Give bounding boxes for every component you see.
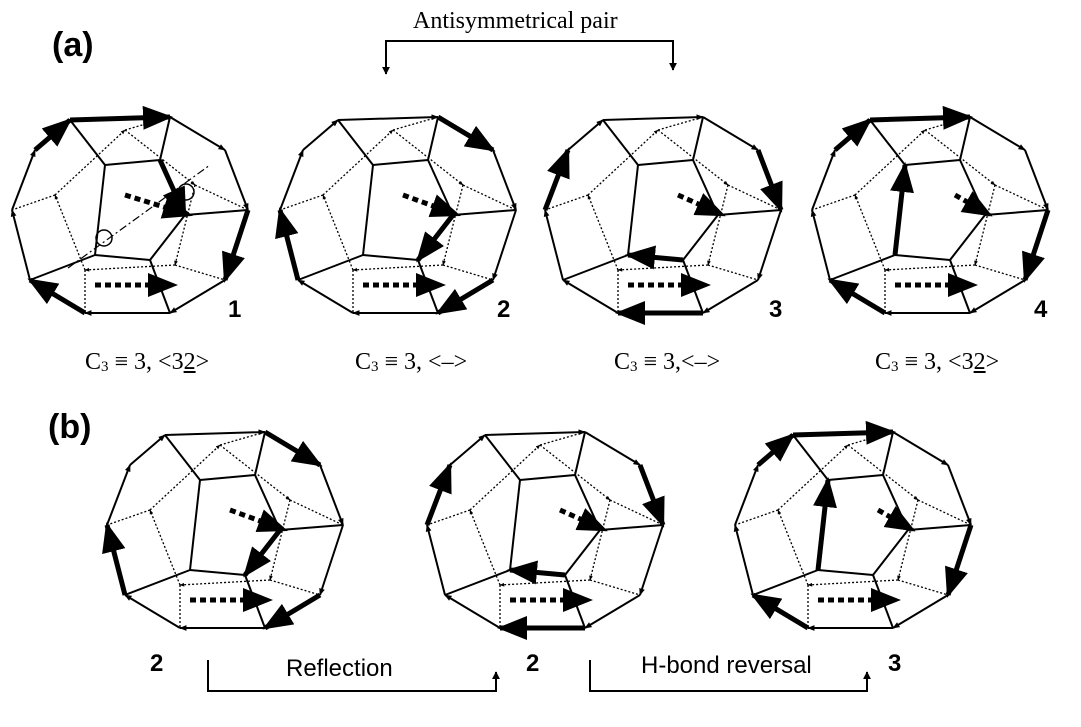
cage-drawing-0 xyxy=(10,105,251,316)
h-bond-reversal-label: H-bond reversal xyxy=(641,652,812,679)
structure-number-b2: 2 xyxy=(526,650,540,677)
cage-drawing-3 xyxy=(810,105,1051,316)
structure-number-a3: 3 xyxy=(769,296,783,323)
structure-number-b3: 3 xyxy=(888,650,902,677)
reflection-bracket xyxy=(207,660,500,692)
structure-number-a2: 2 xyxy=(497,296,511,323)
cage-drawing-1 xyxy=(275,114,517,316)
cage-drawing-6 xyxy=(733,420,974,631)
cage-drawing-4 xyxy=(102,429,344,631)
reflection-label: Reflection xyxy=(286,655,393,682)
symmetry-caption-2: C3 ≡ 3, <–> xyxy=(355,349,468,375)
panel-a-label: (a) xyxy=(52,26,94,64)
symmetry-caption-3: C3 ≡ 3,<–> xyxy=(614,349,721,375)
cage-drawing-2 xyxy=(542,114,784,325)
panel-b-label: (b) xyxy=(48,408,92,446)
axis-circle-marker-2 xyxy=(177,183,195,201)
antisymmetrical-pair-bracket xyxy=(385,40,677,71)
c3-axis-line xyxy=(67,164,211,269)
symmetry-caption-4: C3 ≡ 3, <32> xyxy=(875,349,1000,375)
structure-number-a4: 4 xyxy=(1034,296,1048,323)
symmetry-caption-1: C3 ≡ 3, <32> xyxy=(85,349,210,375)
structure-number-b1: 2 xyxy=(150,650,164,677)
antisymmetrical-pair-label: Antisymmetrical pair xyxy=(413,8,618,34)
structure-number-a1: 1 xyxy=(228,296,242,323)
axis-circle-marker-1 xyxy=(95,229,113,247)
cage-drawing-5 xyxy=(424,429,666,640)
h-bond-reversal-bracket xyxy=(589,660,871,692)
